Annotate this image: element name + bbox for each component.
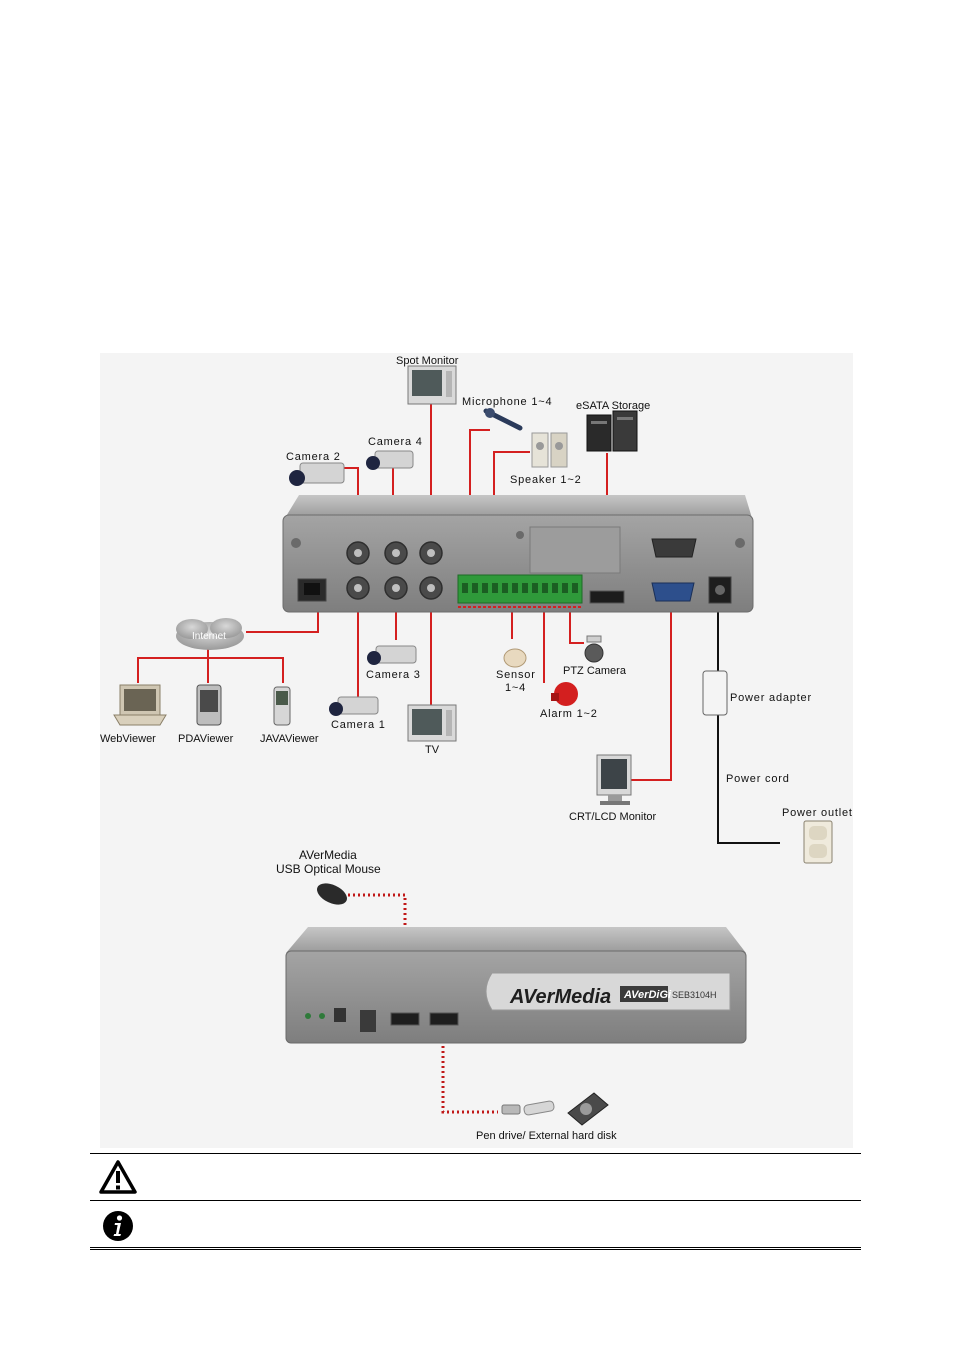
speaker-device — [531, 432, 568, 468]
speaker-label: Speaker 1~2 — [510, 474, 582, 486]
pda-icon — [196, 684, 222, 726]
line-ptz — [569, 611, 584, 644]
esata-storage-device — [586, 410, 638, 452]
model-text: SEB3104H — [672, 990, 717, 1000]
note-rule-bottom-2 — [90, 1249, 861, 1250]
pen-drive-label: Pen drive/ External hard disk — [476, 1130, 617, 1142]
camera3-label: Camera 3 — [366, 669, 421, 681]
usb-mouse-icon — [317, 883, 347, 905]
tv-label: TV — [425, 744, 440, 756]
internet-label: Internet — [192, 631, 226, 642]
diagram-canvas: Spot Monitor Microphone 1~4 eSATA Storag… — [100, 355, 853, 1142]
mouse-label-line2: USB Optical Mouse — [276, 862, 381, 876]
mouse-label-line1: AVerMedia — [299, 848, 357, 862]
camera1-device — [329, 696, 379, 716]
ptz-camera-icon — [584, 635, 604, 663]
ptz-camera-label: PTZ Camera — [563, 665, 627, 677]
vga-port — [651, 582, 695, 602]
connection-diagram: Spot Monitor Microphone 1~4 eSATA Storag… — [100, 353, 853, 1148]
internet-cloud-icon — [176, 618, 244, 650]
sensor-label-line2: 1~4 — [505, 682, 526, 694]
camera1-label: Camera 1 — [331, 719, 386, 731]
pdaviewer-label: PDAViewer — [178, 733, 234, 745]
crt-lcd-monitor-label: CRT/LCD Monitor — [569, 811, 657, 823]
tv-device — [407, 704, 457, 742]
product-badge-text: AVerDiGi — [623, 989, 672, 1001]
camera2-label: Camera 2 — [286, 451, 341, 463]
javaviewer-label: JAVAViewer — [260, 733, 319, 745]
info-note-row — [90, 1203, 861, 1249]
note-rule-middle — [90, 1200, 861, 1201]
spot-monitor-device — [407, 365, 457, 405]
info-icon — [103, 1211, 133, 1241]
external-hard-disk-icon — [567, 1092, 609, 1126]
alarm-label: Alarm 1~2 — [540, 708, 598, 720]
esata-port — [589, 590, 625, 604]
webviewer-label: WebViewer — [100, 733, 156, 745]
front-usb-port-1 — [390, 1012, 420, 1026]
camera4-label: Camera 4 — [368, 436, 423, 448]
sensor-icon — [503, 648, 527, 668]
warning-note-row — [90, 1155, 861, 1201]
warning-icon — [99, 1160, 137, 1194]
serial-port — [651, 538, 697, 558]
terminal-block — [457, 574, 583, 604]
camera2-device — [289, 462, 345, 486]
dvr-front-unit — [285, 927, 747, 1044]
note-rule-top — [90, 1153, 861, 1154]
line-monitor — [627, 597, 672, 781]
camera3-device — [367, 645, 417, 665]
microphone-icon — [483, 408, 523, 431]
line-viewers-2 — [208, 657, 284, 683]
power-cord-label: Power cord — [726, 773, 790, 785]
line-usb-storage — [441, 1016, 498, 1114]
line-power-cord — [717, 713, 780, 844]
power-outlet-icon — [803, 820, 833, 864]
pen-drive-icon — [501, 1100, 555, 1116]
spot-monitor-label: Spot Monitor — [396, 355, 459, 367]
java-phone-icon — [273, 686, 291, 726]
webviewer-laptop-icon — [113, 684, 167, 726]
front-usb-port-2 — [429, 1012, 459, 1026]
sensor-label-line1: Sensor — [496, 669, 536, 681]
alarm-icon — [551, 682, 578, 706]
esata-storage-label: eSATA Storage — [576, 400, 650, 412]
power-adapter-device — [702, 670, 728, 716]
camera4-device — [366, 450, 414, 470]
dvr-rear-unit — [282, 495, 754, 613]
crt-lcd-monitor-device — [596, 754, 632, 805]
note-rule-bottom — [90, 1247, 861, 1248]
power-outlet-label: Power outlet — [782, 807, 853, 819]
microphone-label: Microphone 1~4 — [462, 396, 552, 408]
line-internet — [246, 611, 319, 633]
power-lines — [717, 605, 780, 844]
brand-logo-text: AVerMedia — [509, 986, 611, 1008]
power-adapter-label: Power adapter — [730, 692, 812, 704]
